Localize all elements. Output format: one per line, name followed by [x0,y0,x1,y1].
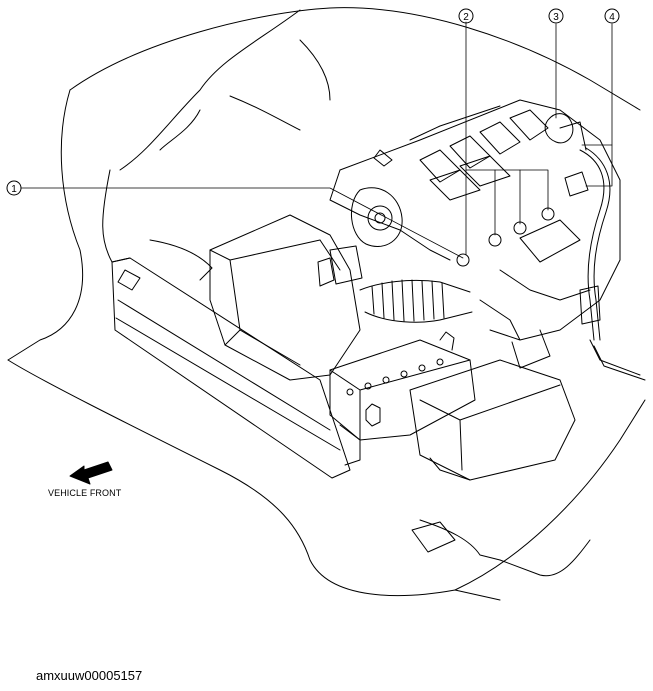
fuse-box [409,359,576,481]
callout-4: 4 [604,8,620,24]
callout-4-label: 4 [609,12,615,23]
air-cleaner-box [209,214,361,381]
fuel-lines [544,113,646,381]
image-id: amxuuw00005157 [36,668,143,683]
callout-2: 2 [458,8,474,24]
leader-lines [20,21,613,259]
battery [329,331,476,441]
injector-connectors [456,207,555,267]
callout-2-label: 2 [463,12,469,23]
vehicle-front-label: VEHICLE FRONT [48,488,122,498]
engine-cover [329,99,621,369]
callout-1-label: 1 [11,184,17,195]
intake-hose [359,279,473,323]
callout-1: 1 [6,180,22,196]
callout-3: 3 [548,8,564,24]
vehicle-front-arrow-icon [69,461,113,485]
callout-3-label: 3 [553,12,559,23]
throttle-body [317,187,403,287]
body-outline [7,7,646,601]
radiator [111,239,361,479]
